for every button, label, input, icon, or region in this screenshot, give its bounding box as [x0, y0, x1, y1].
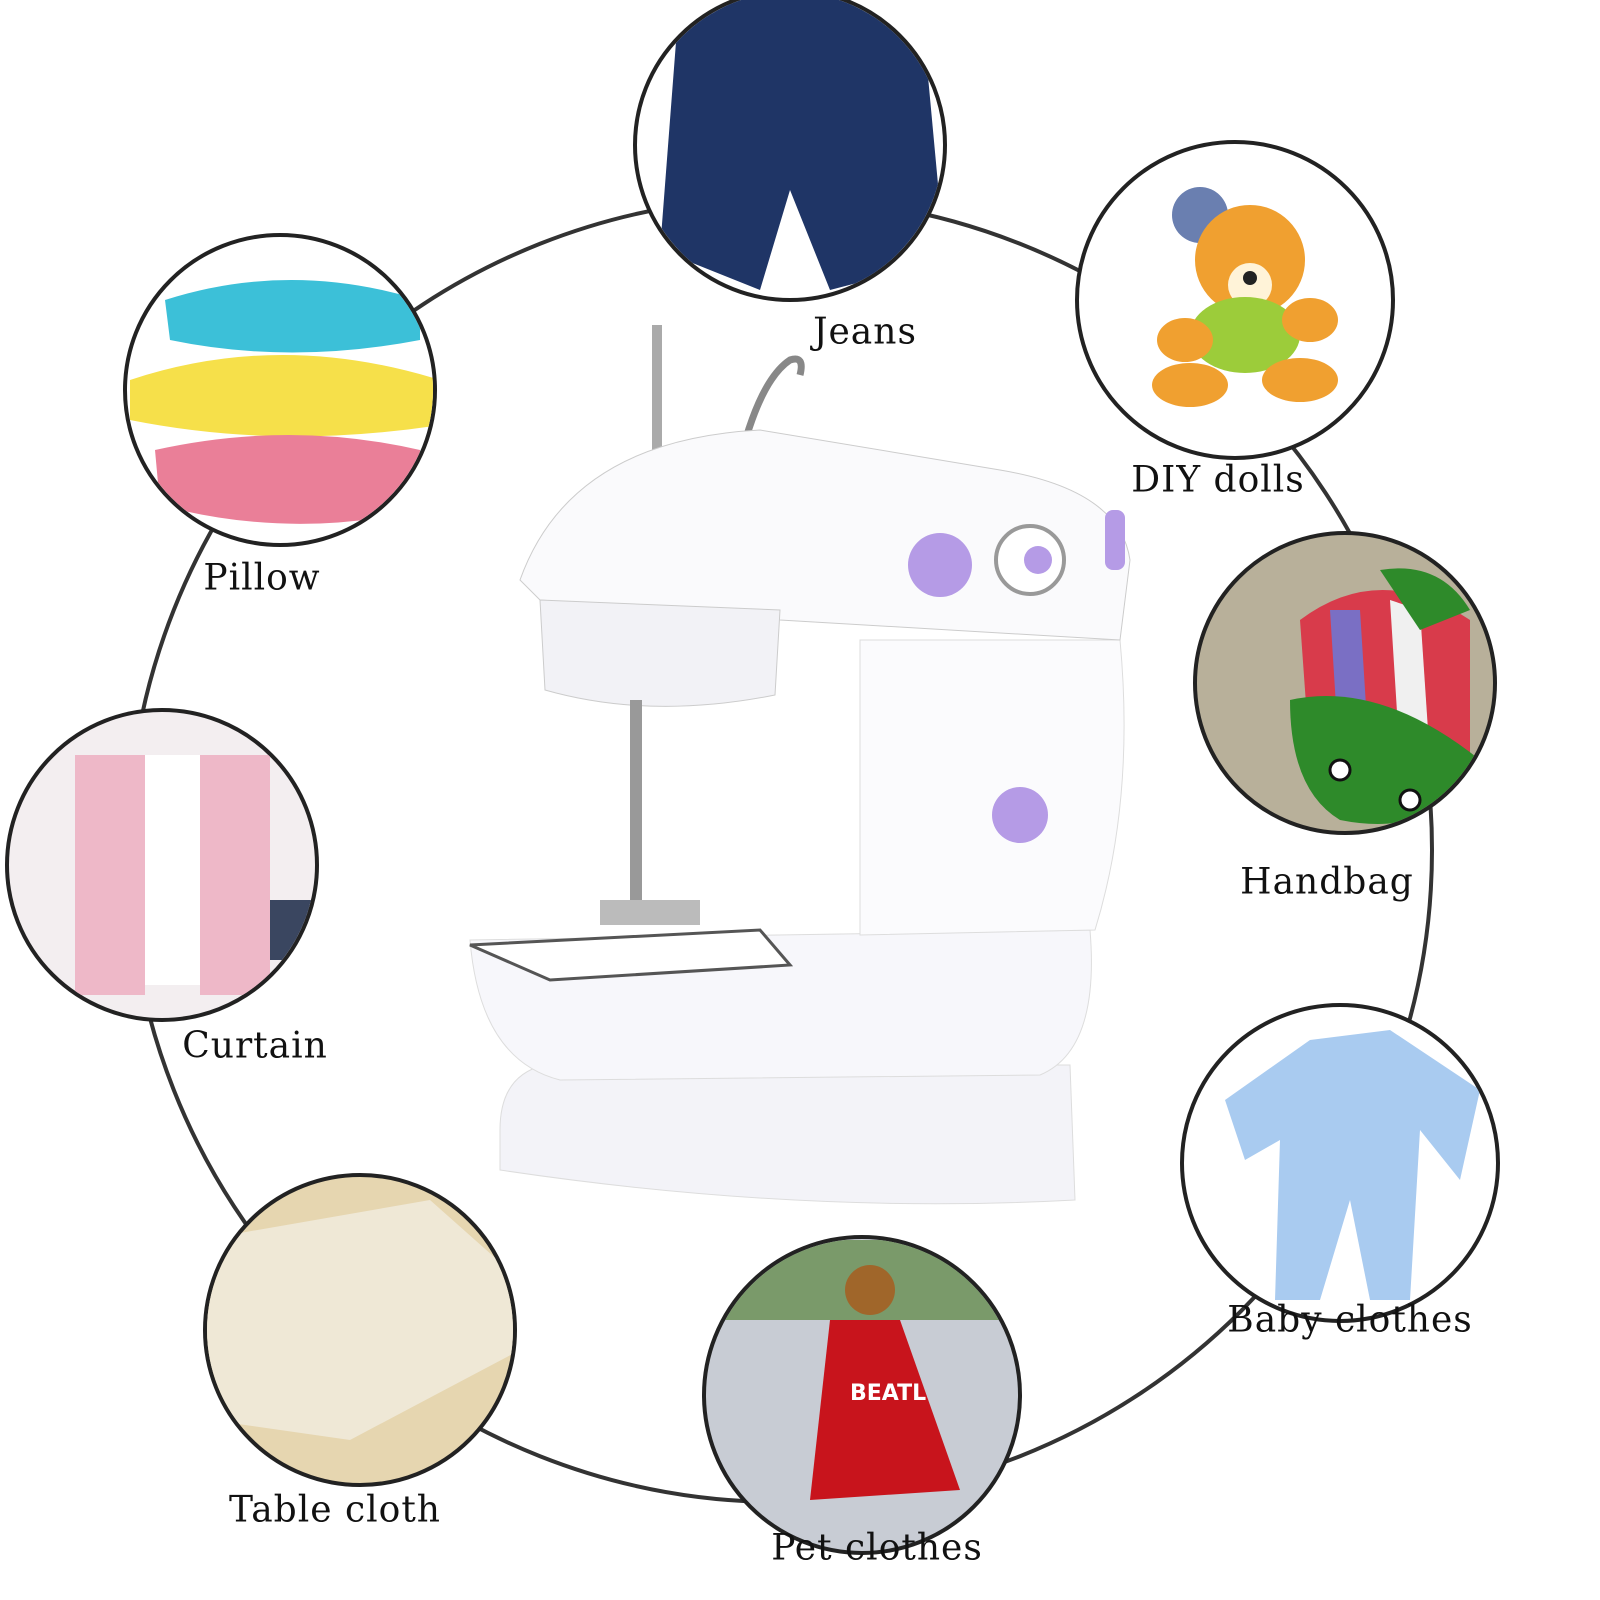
pet-clothes-bubble: BEATL [702, 1235, 1022, 1555]
baby-clothes-bubble [1180, 1003, 1500, 1323]
handbag-bubble [1193, 531, 1497, 835]
pet-shirt-text: BEATL [850, 1381, 926, 1406]
jeans-bubble [633, 0, 947, 302]
pillow-bubble [123, 233, 437, 547]
label-table-cloth: Table cloth [229, 1489, 441, 1531]
label-jeans: Jeans [813, 311, 917, 353]
curtain-bubble [5, 708, 319, 1022]
diy-dolls-bubble [1075, 140, 1395, 460]
label-diy-dolls: DIY dolls [1131, 459, 1305, 501]
label-baby-clothes: Baby clothes [1227, 1299, 1473, 1341]
label-pillow: Pillow [203, 557, 321, 599]
table-cloth-bubble [203, 1173, 517, 1487]
label-handbag: Handbag [1240, 861, 1414, 903]
label-pet-clothes: Pet clothes [771, 1527, 983, 1569]
label-curtain: Curtain [182, 1025, 328, 1067]
sewing-machine-image [469, 325, 1131, 1205]
